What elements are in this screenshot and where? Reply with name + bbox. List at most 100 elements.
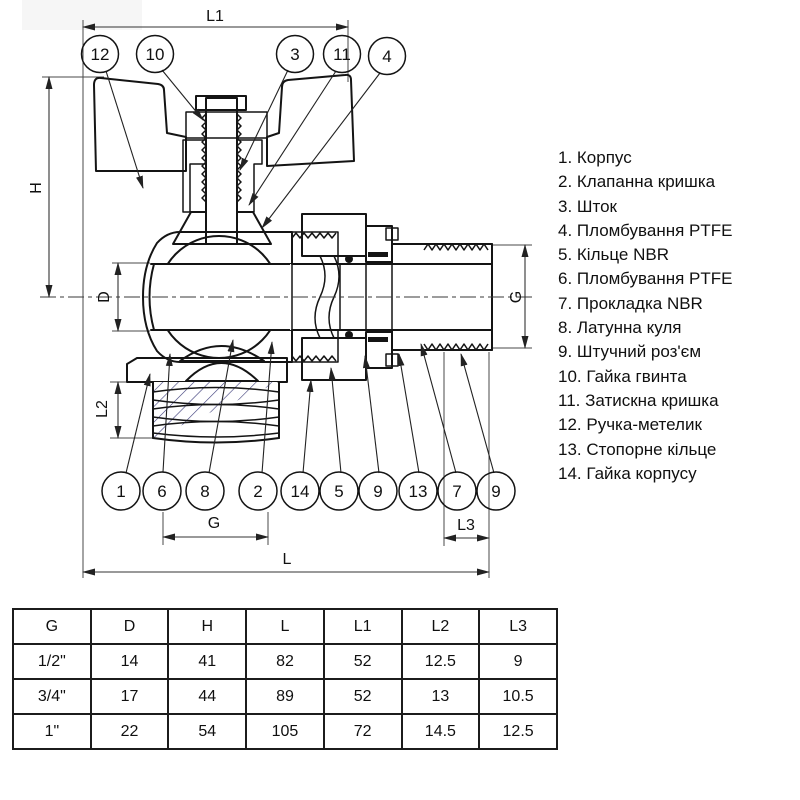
dim-label-g-bottom: G <box>208 515 220 532</box>
gland-nut <box>182 139 207 213</box>
cell: 12.5 <box>400 643 481 680</box>
cell: 52 <box>322 678 403 715</box>
callout-8: 8 <box>185 471 225 511</box>
parts-list-item: 5. Кільце NBR <box>558 245 669 265</box>
cell: 41 <box>167 643 248 680</box>
svg-text:11: 11 <box>333 45 351 64</box>
cell: 17 <box>89 678 170 715</box>
callout-7: 7 <box>437 471 477 511</box>
callout-4: 4 <box>367 36 407 76</box>
cell: 44 <box>167 678 248 715</box>
parts-list-item: 3. Шток <box>558 196 617 216</box>
dim-label-l: L <box>283 551 292 568</box>
parts-list-item: 6. Пломбування PTFE <box>558 269 733 289</box>
callout-13: 13 <box>398 471 438 511</box>
callout-14: 14 <box>280 471 320 511</box>
nbr-gasket-top <box>368 252 388 257</box>
callout-10: 10 <box>135 34 175 74</box>
cell: 12.5 <box>478 713 558 750</box>
parts-list-item: 2. Клапанна кришка <box>558 172 716 192</box>
cell: 22 <box>89 713 170 750</box>
bonnet-left <box>172 211 207 245</box>
ball-seat-left <box>148 263 155 331</box>
svg-text:14: 14 <box>291 482 310 501</box>
svg-text:1: 1 <box>116 482 125 501</box>
cell: 72 <box>322 713 403 750</box>
callout-leaders <box>105 69 495 474</box>
col-header: L2 <box>400 608 481 645</box>
dim-label-l1: L1 <box>206 8 224 25</box>
pipe-thread-crest-bottom <box>423 343 489 351</box>
parts-list-item: 10. Гайка гвинта <box>558 366 687 386</box>
col-header: G <box>12 608 92 645</box>
svg-text:8: 8 <box>200 482 209 501</box>
table-header-row: G D H L L1 L2 L3 <box>12 608 558 645</box>
svg-text:10: 10 <box>146 45 165 64</box>
callout-5: 5 <box>319 471 359 511</box>
col-header: L3 <box>478 608 558 645</box>
svg-text:6: 6 <box>157 482 166 501</box>
cell: 13 <box>400 678 481 715</box>
parts-list-item: 13. Стопорне кільце <box>558 439 717 459</box>
col-header: L1 <box>322 608 403 645</box>
table-row: 3/4" 17 44 89 52 13 10.5 <box>12 678 558 715</box>
bottom-callouts: 1 6 8 2 14 5 9 <box>101 471 516 511</box>
table-row: 1" 22 54 105 72 14.5 12.5 <box>12 713 558 750</box>
cell: 89 <box>245 678 325 715</box>
dimensions-table: G D H L L1 L2 L3 1/2" 14 41 82 52 12.5 9… <box>12 608 558 750</box>
dim-label-l3: L3 <box>457 517 475 534</box>
svg-text:7: 7 <box>452 482 461 501</box>
parts-list-item: 8. Латунна куля <box>558 318 682 338</box>
boss-thread-crest-top <box>291 232 337 239</box>
callout-2: 2 <box>238 471 278 511</box>
cell: 14.5 <box>400 713 481 750</box>
cell: 10.5 <box>478 678 558 715</box>
boss-thread-crest-bottom <box>291 355 337 362</box>
parts-list-item: 14. Гайка корпусу <box>558 463 697 483</box>
handle-left-wing <box>93 76 187 172</box>
nbr-gasket-bottom <box>368 337 388 342</box>
dim-label-h: H <box>28 182 45 194</box>
col-header: D <box>89 608 170 645</box>
cell: 3/4" <box>12 678 92 715</box>
nbr-ring-bottom <box>345 331 353 339</box>
nbr-ring-top <box>345 255 353 263</box>
dim-label-l2: L2 <box>94 400 111 418</box>
parts-list-item: 9. Штучний роз'єм <box>558 342 702 362</box>
col-header: H <box>167 608 248 645</box>
callout-9b: 9 <box>476 471 516 511</box>
pipe-thread-crest-top <box>423 243 489 251</box>
top-callouts: 12 10 3 11 4 <box>80 34 407 76</box>
dim-label-d: D <box>96 291 113 303</box>
cell: 54 <box>167 713 248 750</box>
stem-thread-left <box>201 113 207 203</box>
outlet-dome <box>185 362 259 382</box>
callout-3: 3 <box>275 34 315 74</box>
callout-9a: 9 <box>358 471 398 511</box>
bottom-thread-end <box>152 437 280 444</box>
parts-list: 1. Корпус 2. Клапанна кришка 3. Шток 4. … <box>558 146 733 486</box>
parts-list-item: 4. Пломбування PTFE <box>558 220 733 240</box>
handle-right-wing <box>266 73 355 167</box>
callout-11: 11 <box>322 34 362 74</box>
svg-text:3: 3 <box>290 45 299 64</box>
parts-list-item: 1. Корпус <box>558 148 632 167</box>
handle-hub <box>185 111 268 139</box>
svg-text:2: 2 <box>253 482 262 501</box>
parts-list-item: 7. Прокладка NBR <box>558 293 703 313</box>
cell: 82 <box>245 643 325 680</box>
parts-list-item: 11. Затискна кришка <box>558 390 719 410</box>
stem-cap-nut <box>195 95 247 111</box>
bonnet-right <box>236 211 272 245</box>
svg-text:5: 5 <box>334 482 343 501</box>
callout-12: 12 <box>80 34 120 74</box>
cell: 1" <box>12 713 92 750</box>
svg-text:12: 12 <box>91 45 110 64</box>
cell: 9 <box>478 643 558 680</box>
cell: 105 <box>245 713 325 750</box>
dim-label-g-right: G <box>508 291 525 303</box>
ball-seat-dome <box>179 345 265 362</box>
table-row: 1/2" 14 41 82 52 12.5 9 <box>12 643 558 680</box>
valve-stem <box>205 97 238 245</box>
callout-1: 1 <box>101 471 141 511</box>
